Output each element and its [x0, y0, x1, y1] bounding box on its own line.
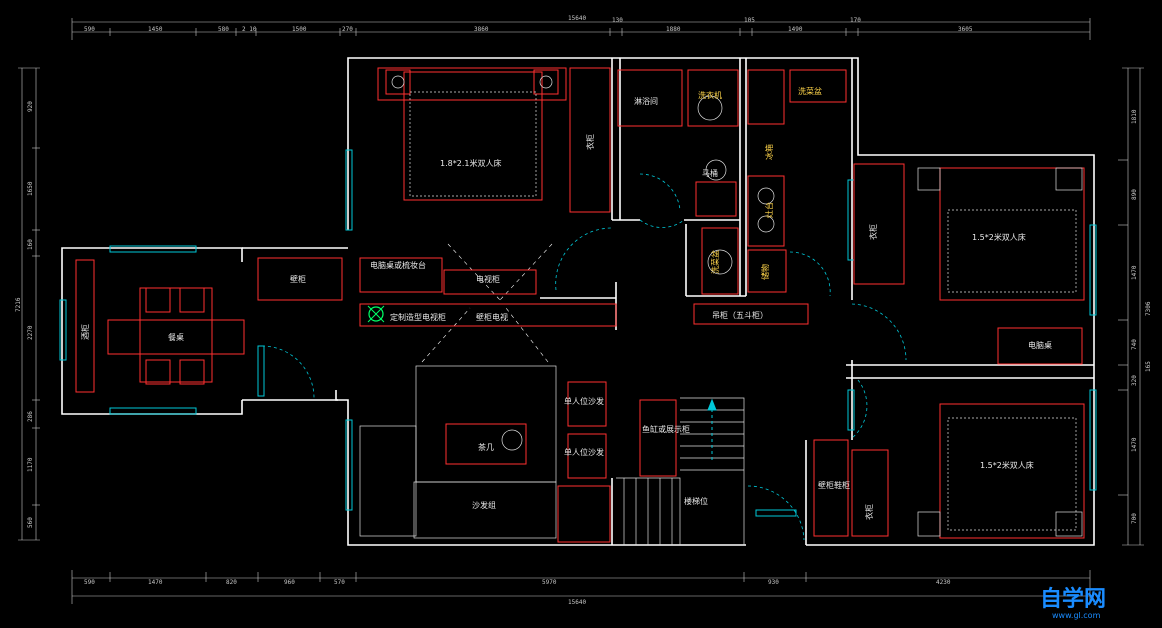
- dim-top-overall: 15640: [568, 15, 586, 22]
- label-master-bed: 1.8*2.1米双人床: [440, 158, 501, 168]
- label-wine: 酒柜: [80, 324, 90, 340]
- dim-left-5: 1170: [27, 457, 34, 472]
- dim-top-8: 1880: [666, 26, 681, 33]
- dim-right-2: 1470: [1131, 265, 1138, 280]
- label-sink-mid: 洗菜盆: [710, 250, 720, 274]
- master-bed: [403, 71, 543, 201]
- dim-bottom-4: 570: [334, 579, 345, 586]
- plant-icon: [367, 305, 385, 323]
- dim-right-5: 1470: [1131, 437, 1138, 452]
- dim-left-3: 2270: [27, 325, 34, 340]
- label-shoe-cabinet: 壁柜鞋柜: [818, 480, 850, 490]
- room-labels: 1.8*2.1米双人床 衣柜 淋浴间 洗衣机 马桶 洗菜盆 冰箱 灶台 洗菜盆 …: [80, 86, 1052, 520]
- dim-right-0: 1810: [1131, 109, 1138, 124]
- label-wardrobe-right-top: 衣柜: [868, 224, 878, 240]
- dim-top-3: 2 10: [242, 26, 257, 33]
- label-wardrobe-right-bottom: 衣柜: [864, 504, 874, 520]
- watermark: 自学网 www.gl.com: [1040, 586, 1106, 620]
- label-shower: 淋浴间: [634, 96, 658, 106]
- label-display-cabinet: 鱼缸或展示柜: [642, 424, 690, 434]
- dim-bottom-3: 960: [284, 579, 295, 586]
- dim-right-3: 740: [1131, 339, 1138, 350]
- label-tv: 壁柜电视: [476, 312, 508, 322]
- dim-left-1: 1650: [27, 181, 34, 196]
- dim-left-overall: 7216: [15, 297, 22, 312]
- label-tv-wall: 定制造型电视柜: [390, 312, 446, 322]
- dim-left-0: 920: [27, 101, 34, 112]
- label-cabinet-mid: 储物: [760, 264, 770, 280]
- dimension-lines: [18, 18, 1144, 604]
- label-coffee-table: 茶几: [478, 442, 494, 452]
- dim-bottom-5: 5970: [542, 579, 557, 586]
- label-washer: 洗衣机: [698, 90, 722, 100]
- label-sofa-group: 沙发组: [472, 500, 496, 510]
- dim-bottom-2: 820: [226, 579, 237, 586]
- dim-top-2: 580: [218, 26, 229, 33]
- label-stove: 灶台: [764, 202, 774, 218]
- tv-sightlines: [421, 243, 553, 363]
- dim-top-5: 270: [342, 26, 353, 33]
- dim-top-12: 3605: [958, 26, 973, 33]
- fixtures: [359, 75, 1083, 545]
- windows: [59, 149, 1097, 517]
- dim-right-6: 700: [1131, 513, 1138, 524]
- furniture: [75, 67, 1085, 543]
- dim-top-1: 1450: [148, 26, 163, 33]
- dim-bottom-overall: 15640: [568, 599, 586, 606]
- wardrobe-1: [569, 67, 611, 213]
- label-wardrobe-1: 衣柜: [585, 134, 595, 150]
- label-stairs: 楼梯位: [684, 496, 708, 506]
- label-single-sofa-2: 单人位沙发: [564, 447, 604, 457]
- dim-right-overall: 7306: [1145, 301, 1152, 316]
- label-computer-desk: 电脑桌或梳妆台: [370, 260, 426, 270]
- dim-bottom-7: 4230: [936, 579, 951, 586]
- dim-bottom-6: 930: [768, 579, 779, 586]
- label-shoe-cabinet-mid: 吊柜（五斗柜）: [712, 310, 768, 320]
- label-washbasin-top: 洗菜盆: [798, 86, 822, 96]
- dim-top-6: 3860: [474, 26, 489, 33]
- label-fridge: 冰箱: [764, 144, 774, 160]
- door-swings: [261, 173, 907, 541]
- dim-left-2: 160: [27, 239, 34, 250]
- label-dining: 餐桌: [168, 332, 184, 342]
- dim-top-4: 1500: [292, 26, 307, 33]
- dim-top-11: 170: [850, 17, 861, 24]
- dim-right-4: 320: [1131, 375, 1138, 386]
- dimension-labels: 15640 590 1450 580 2 10 1500 270 3860 13…: [15, 15, 1152, 606]
- dim-bottom-0: 590: [84, 579, 95, 586]
- dim-top-9: 105: [744, 17, 755, 24]
- dim-right-1: 890: [1131, 189, 1138, 200]
- dim-top-10: 1490: [788, 26, 803, 33]
- label-single-sofa-1: 单人位沙发: [564, 396, 604, 406]
- dim-right-extra: 165: [1145, 361, 1152, 372]
- label-bed-right-top: 1.5*2米双人床: [972, 232, 1026, 242]
- label-tv-cabinet: 电视柜: [476, 274, 500, 284]
- dim-top-0: 590: [84, 26, 95, 33]
- stair-arrow: [707, 398, 717, 460]
- label-toilet: 马桶: [702, 168, 718, 178]
- dim-left-4: 286: [27, 411, 34, 422]
- watermark-url: www.gl.com: [1052, 611, 1101, 620]
- walls: [61, 57, 1095, 546]
- label-bed-right-bottom: 1.5*2米双人床: [980, 460, 1034, 470]
- dim-left-6: 560: [27, 517, 34, 528]
- watermark-logo: 自学网: [1040, 586, 1106, 612]
- label-desk-right: 电脑桌: [1028, 340, 1052, 350]
- label-wall-cabinet-left: 壁柜: [290, 274, 306, 284]
- dim-bottom-1: 1470: [148, 579, 163, 586]
- dim-top-7: 130: [612, 17, 623, 24]
